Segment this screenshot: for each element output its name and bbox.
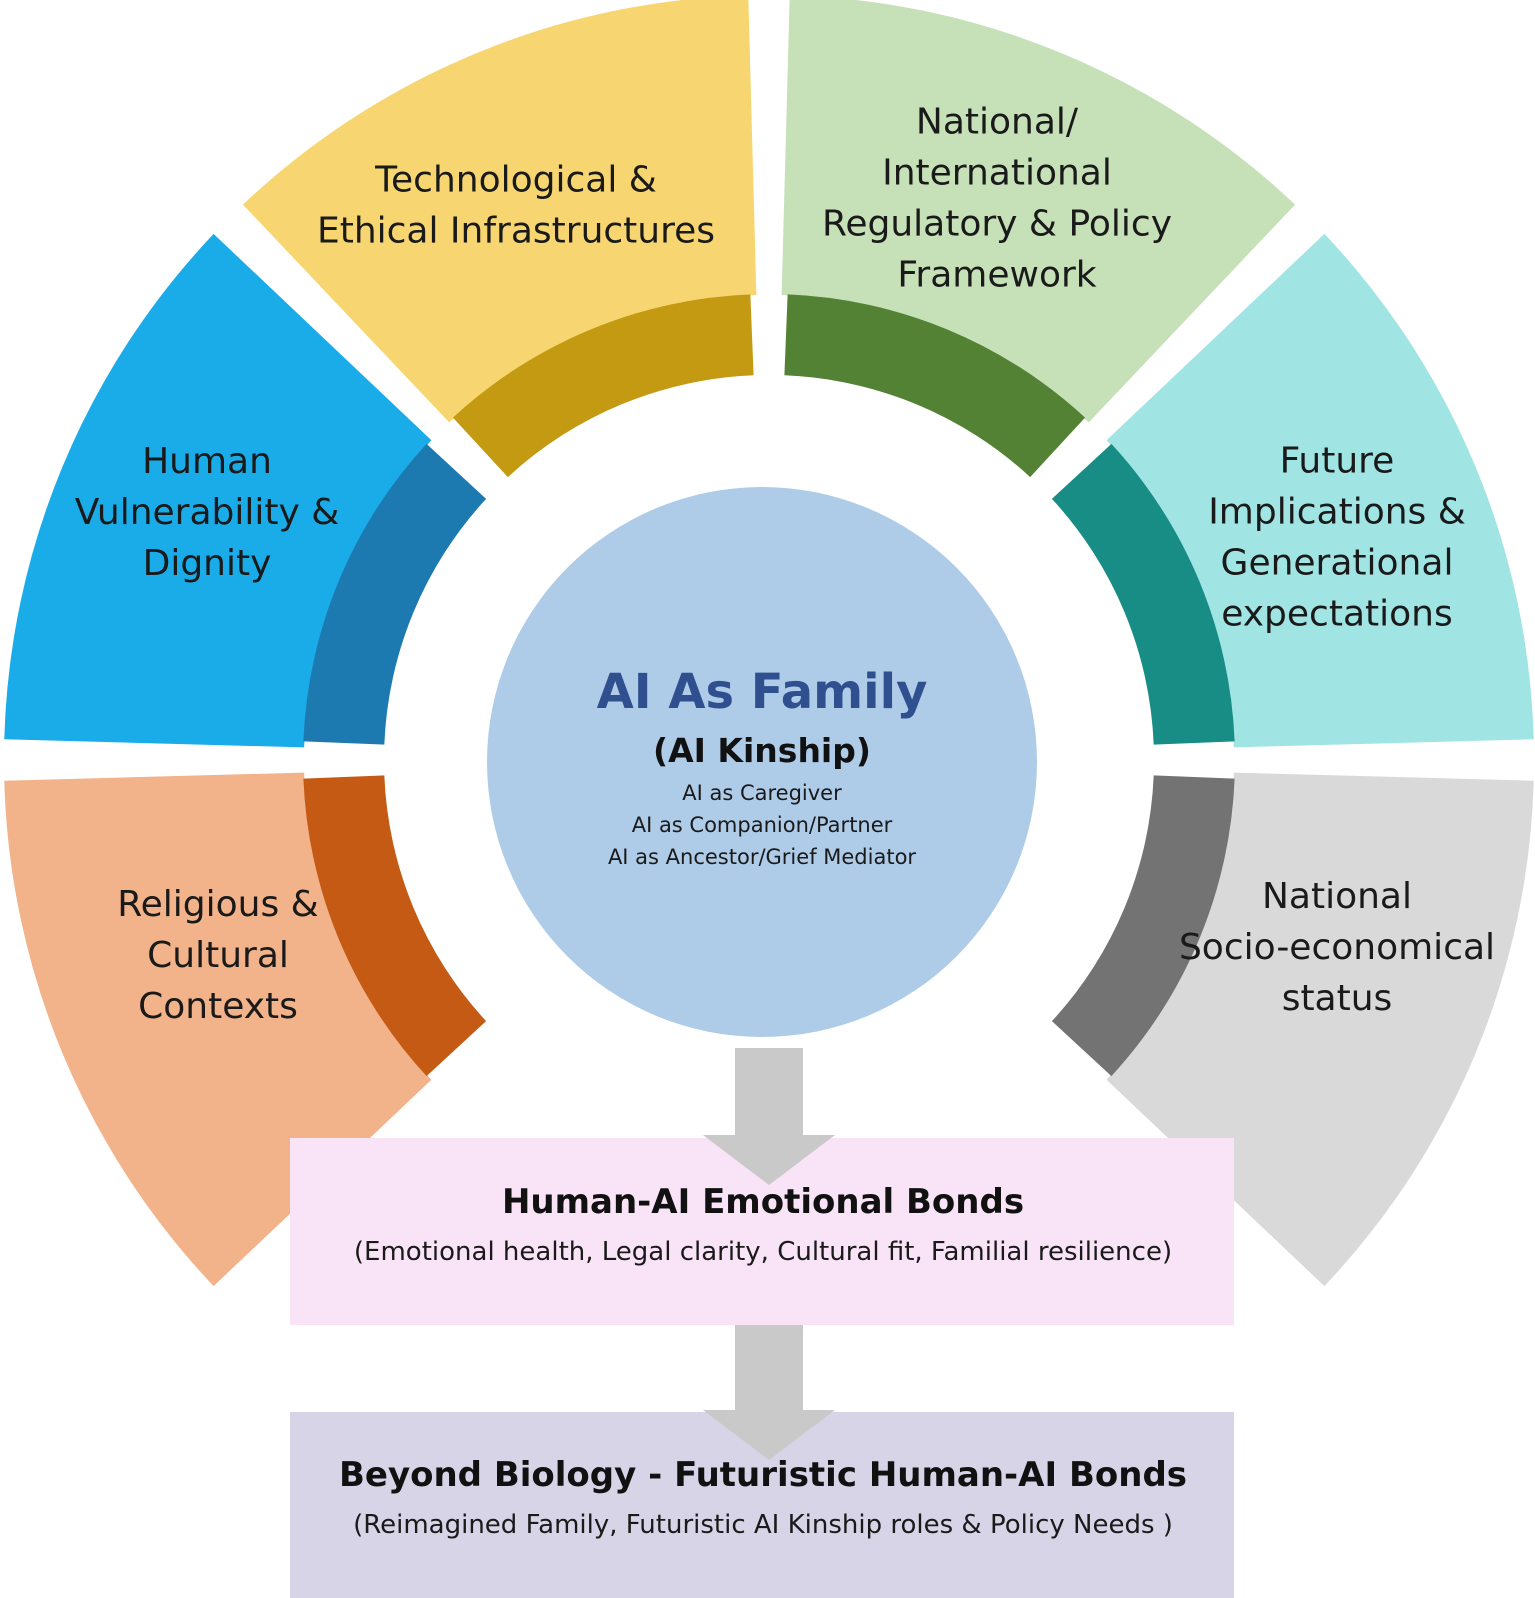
segment-future-line: Generational — [1221, 543, 1454, 584]
segment-human-line: Dignity — [143, 543, 272, 584]
segment-future-line: Future — [1280, 441, 1395, 482]
segment-technological-label: Technological & Ethical Infrastructures — [317, 160, 715, 252]
segment-religious-line: Cultural — [147, 935, 289, 976]
segment-regulatory-line: Framework — [897, 255, 1096, 296]
segment-religious-line: Religious & — [117, 884, 319, 925]
arrow-to-bonds-tip — [703, 1135, 835, 1185]
segment-socioeconomic-band — [1051, 775, 1235, 1077]
box-beyond: Beyond Biology - Futuristic Human-AI Bon… — [290, 1325, 1234, 1598]
center-role: AI as Companion/Partner — [632, 813, 893, 837]
center-subtitle: (AI Kinship) — [653, 731, 871, 770]
segment-regulatory-notch — [968, 342, 1038, 413]
center-circle — [487, 487, 1037, 1037]
segment-socioeconomic-notch — [1116, 959, 1187, 1029]
segment-future-line: Implications & — [1208, 492, 1466, 533]
center-role: AI as Ancestor/Grief Mediator — [608, 845, 916, 869]
center-title: AI As Family — [597, 664, 928, 720]
center-layer: AI As Family (AI Kinship) AI as CaregiverA… — [487, 487, 1037, 1037]
segment-technological: Technological & Ethical Infrastructures — [242, 0, 757, 478]
center-role: AI as Caregiver — [682, 781, 842, 805]
segment-religious-band — [303, 775, 487, 1077]
segment-technological-line: Technological & — [374, 160, 657, 201]
segment-technological-notch — [500, 342, 570, 413]
segment-socioeconomic-line: Socio-economical — [1179, 927, 1495, 968]
box-bonds: Human-AI Emotional Bonds (Emotional healt… — [290, 1135, 1234, 1325]
segment-socioeconomic-line: National — [1262, 876, 1412, 917]
box-beyond-title: Beyond Biology - Futuristic Human-AI Bon… — [339, 1455, 1187, 1495]
boxes-layer: Human-AI Emotional Bonds (Emotional healt… — [290, 1135, 1234, 1598]
segment-future-notch — [1159, 605, 1226, 684]
segment-religious-line: Contexts — [138, 986, 298, 1027]
segment-human-line: Vulnerability & — [75, 492, 340, 533]
segment-socioeconomic-line: status — [1282, 978, 1393, 1019]
segment-technological-band — [452, 294, 754, 478]
segment-regulatory-line: Regulatory & Policy — [822, 204, 1172, 245]
segment-human-notch — [312, 605, 379, 684]
segment-regulatory-band — [784, 294, 1086, 478]
box-bonds-subtitle: (Emotional health, Legal clarity, Cultur… — [354, 1237, 1172, 1267]
box-beyond-subtitle: (Reimagined Family, Futuristic AI Kinshi… — [353, 1510, 1173, 1540]
segment-religious-notch — [351, 959, 422, 1029]
segment-future-outer — [1106, 233, 1534, 748]
segment-future-line: expectations — [1221, 594, 1453, 635]
segment-human-line: Human — [142, 441, 272, 482]
box-bonds-title: Human-AI Emotional Bonds — [502, 1182, 1024, 1222]
segment-regulatory-line: National/ — [916, 102, 1079, 143]
segment-human-outer — [4, 233, 432, 748]
segment-regulatory-line: International — [882, 153, 1112, 194]
arrow-to-beyond — [703, 1325, 835, 1460]
segment-technological-line: Ethical Infrastructures — [317, 211, 715, 252]
